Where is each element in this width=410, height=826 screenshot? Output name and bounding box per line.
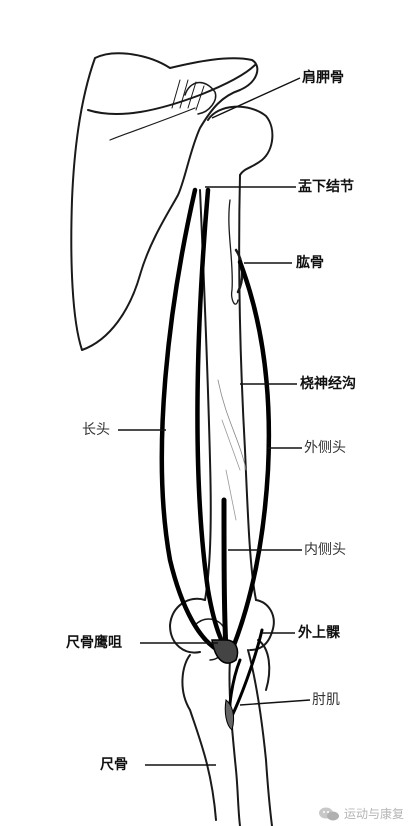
ulna-bone <box>182 655 216 820</box>
humeral-head <box>208 107 272 175</box>
humerus-lateral-edge <box>239 175 256 600</box>
label-lateral-head: 外侧头 <box>304 440 346 456</box>
label-scapula: 肩胛骨 <box>302 70 344 86</box>
leader-anconeus <box>240 700 310 705</box>
label-medial-head: 内侧头 <box>304 542 346 558</box>
wechat-icon <box>318 807 340 821</box>
label-lateral-epicondyle: 外上髁 <box>298 625 340 641</box>
label-olecranon: 尺骨鹰咀 <box>66 635 122 651</box>
label-humerus: 肱骨 <box>296 255 324 271</box>
label-infraglenoid-tubercle: 盂下结节 <box>298 179 354 195</box>
watermark: 运动与康复 <box>318 805 404 822</box>
watermark-text: 运动与康复 <box>344 805 404 822</box>
lateral-head-outline <box>232 262 269 650</box>
label-long-head: 长头 <box>82 422 110 438</box>
label-ulna: 尺骨 <box>100 757 128 773</box>
medial-head-outline <box>224 500 226 650</box>
label-radial-groove: 桡神经沟 <box>300 376 356 392</box>
label-anconeus: 肘肌 <box>312 692 340 708</box>
